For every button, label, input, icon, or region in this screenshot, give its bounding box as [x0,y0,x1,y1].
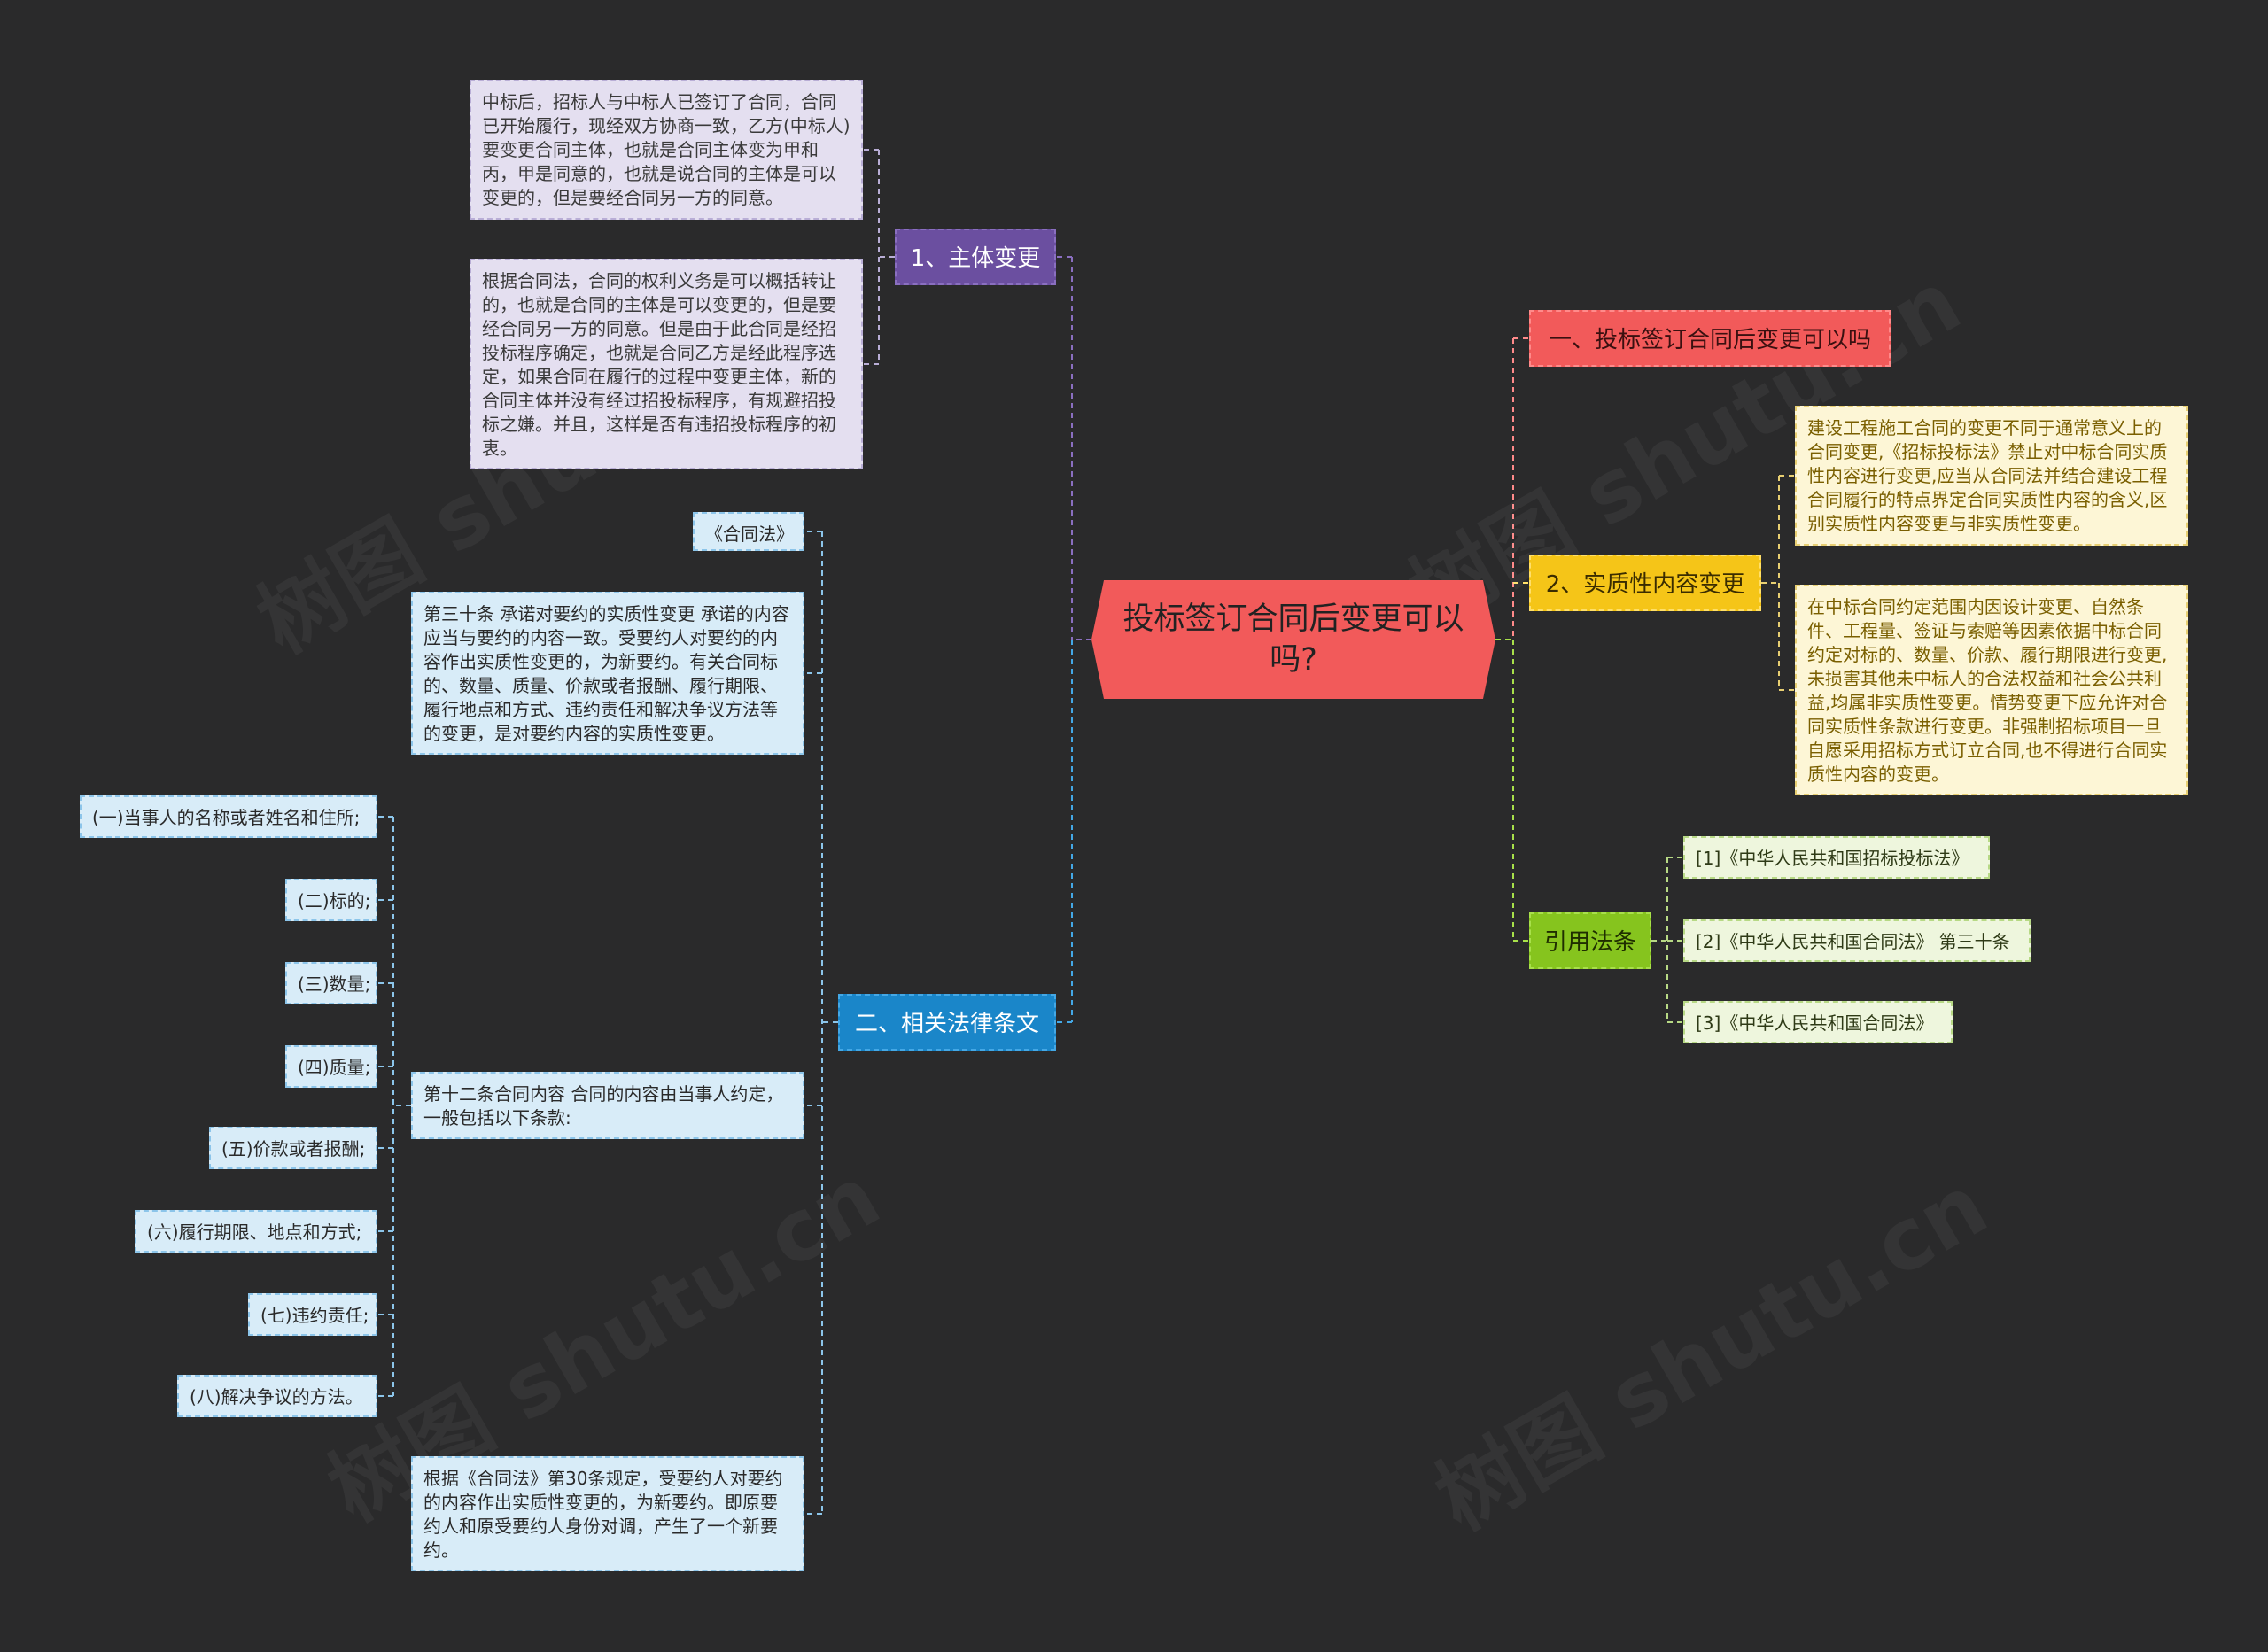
law-name-node[interactable]: 《合同法》 [693,512,804,551]
subject-change-note-2[interactable]: 根据合同法，合同的权利义务是可以概括转让的，也就是合同的主体是可以变更的，但是要… [470,259,863,469]
citation-item[interactable]: [1]《中华人民共和国招标投标法》 [1683,836,1990,879]
substantive-note-1[interactable]: 建设工程施工合同的变更不同于通常意义上的合同变更,《招标投标法》禁止对中标合同实… [1795,406,2188,546]
clause-item[interactable]: (七)违约责任; [248,1293,377,1336]
clause-item[interactable]: (六)履行期限、地点和方式; [135,1210,377,1253]
subject-change-note-1[interactable]: 中标后，招标人与中标人已签订了合同，合同已开始履行，现经双方协商一致，乙方(中标… [470,80,863,220]
article-30-node[interactable]: 第三十条 承诺对要约的实质性变更 承诺的内容应当与要约的内容一致。受要约人对要约… [411,592,804,755]
citation-item[interactable]: [2]《中华人民共和国合同法》 第三十条 [1683,919,2031,962]
citation-item[interactable]: [3]《中华人民共和国合同法》 [1683,1001,1953,1043]
clause-item[interactable]: (二)标的; [285,879,377,921]
branch-legal-provisions[interactable]: 二、相关法律条文 [838,994,1056,1051]
article-12-node[interactable]: 第十二条合同内容 合同的内容由当事人约定，一般包括以下条款: [411,1072,804,1139]
clause-item[interactable]: (三)数量; [285,962,377,1004]
clause-item[interactable]: (四)质量; [285,1045,377,1088]
branch-substantive-change[interactable]: 2、实质性内容变更 [1529,555,1761,611]
clause-item[interactable]: (一)当事人的名称或者姓名和住所; [80,795,377,838]
central-topic[interactable]: 投标签订合同后变更可以吗? [1091,580,1495,699]
conclusion-node[interactable]: 根据《合同法》第30条规定，受要约人对要约的内容作出实质性变更的，为新要约。即原… [411,1456,804,1571]
clause-item[interactable]: (五)价款或者报酬; [209,1127,377,1169]
branch-citations[interactable]: 引用法条 [1529,912,1651,969]
substantive-note-2[interactable]: 在中标合同约定范围内因设计变更、自然条件、工程量、签证与索赔等因素依据中标合同约… [1795,585,2188,795]
branch-subject-change[interactable]: 1、主体变更 [895,229,1056,285]
clause-item[interactable]: (八)解决争议的方法。 [177,1375,377,1417]
branch-answer[interactable]: 一、投标签订合同后变更可以吗 [1529,310,1891,367]
